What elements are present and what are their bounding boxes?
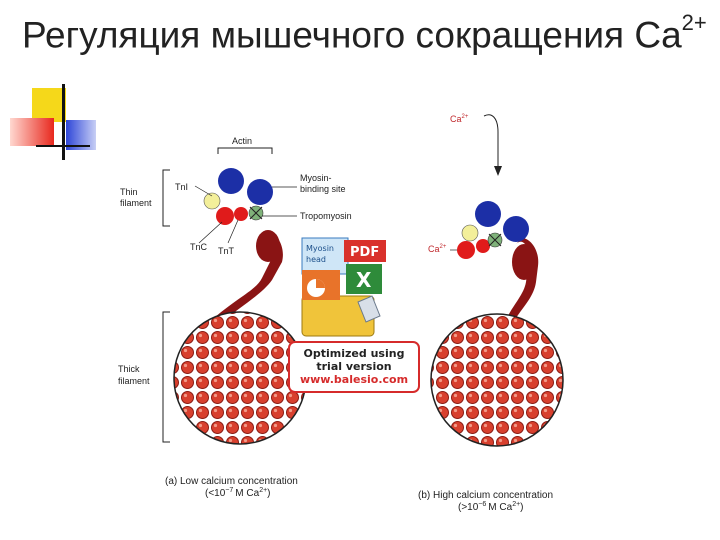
tni-a xyxy=(203,192,221,210)
actin-bracket xyxy=(217,147,273,154)
watermark-line-2: trial version xyxy=(316,360,392,373)
thick-filament-b xyxy=(430,313,564,447)
myosin-head-b xyxy=(512,244,536,280)
page-title: Регуляция мышечного сокращения Ca2+ xyxy=(22,10,707,56)
thin-filament-label-1: Thin xyxy=(120,187,138,197)
tni-b xyxy=(461,224,479,242)
deco-red-square xyxy=(10,118,54,146)
actin-monomer-a1 xyxy=(218,168,244,194)
actin-monomer-b2 xyxy=(503,216,529,242)
tnt-a xyxy=(234,207,248,221)
tnc-b xyxy=(457,241,475,259)
actin-monomer-b1 xyxy=(475,201,501,227)
deco-yellow-square xyxy=(32,88,66,122)
watermark-link[interactable]: www.balesio.com xyxy=(299,373,409,386)
tnt-b xyxy=(476,239,490,253)
tropomyosin-label: Tropomyosin xyxy=(300,211,352,221)
office-files-icon: Myosin head PDF X xyxy=(301,237,386,337)
tnc-a xyxy=(216,207,234,225)
calcium-arrowhead xyxy=(494,166,502,176)
myosin-binding-label-1: Myosin- xyxy=(300,173,332,183)
svg-text:X: X xyxy=(356,268,372,292)
tni-label: TnI xyxy=(175,182,188,192)
thin-filament-label-2: filament xyxy=(120,198,152,208)
deco-horizontal-line xyxy=(36,145,90,147)
myosin-head-a xyxy=(256,230,280,262)
myosin-binding-label-2: binding site xyxy=(300,184,346,194)
caption-a-line1: (a) Low calcium concentration xyxy=(165,476,298,487)
tnt-label: TnT xyxy=(218,246,235,256)
ca-mid-label: Ca2+ xyxy=(428,244,447,254)
actin-monomer-a2 xyxy=(247,179,273,205)
tnc-label: TnC xyxy=(190,242,208,252)
thick-filament-label-1: Thick xyxy=(118,364,140,374)
actin-label: Actin xyxy=(232,136,252,146)
svg-text:PDF: PDF xyxy=(350,245,379,260)
deco-vertical-line xyxy=(62,84,65,160)
calcium-arrow xyxy=(483,114,499,170)
svg-text:Myosin: Myosin xyxy=(306,244,334,253)
thick-filament-label-2: filament xyxy=(118,376,150,386)
thick-filament-a xyxy=(173,311,307,445)
trial-watermark: Optimized using trial version www.balesi… xyxy=(288,341,420,393)
thick-filament-bracket xyxy=(162,311,170,443)
thin-filament-bracket xyxy=(162,169,170,227)
svg-text:head: head xyxy=(306,255,326,264)
ca-top-label: Ca2+ xyxy=(450,114,469,124)
caption-b-line1: (b) High calcium concentration xyxy=(418,490,553,501)
watermark-line-1: Optimized using xyxy=(303,347,405,360)
